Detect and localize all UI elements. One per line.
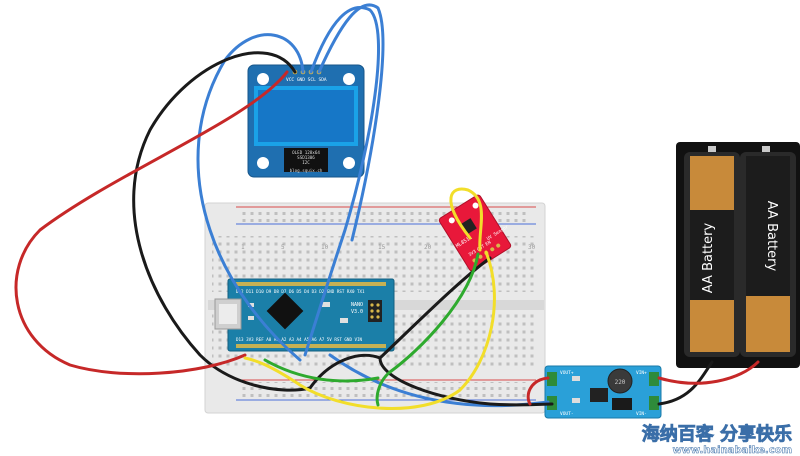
battery-cell: AA Battery <box>684 146 740 357</box>
oled-screen-text: OLED 128x64 <box>292 150 320 155</box>
boost-vin-plus: VIN+ <box>636 370 647 376</box>
boost-converter: 220 VOUT+ VOUT- VIN+ VIN- <box>544 365 662 419</box>
column-number: 30 <box>528 244 536 251</box>
wire-black <box>308 256 492 390</box>
wire-yellow <box>449 187 483 252</box>
wire-black <box>132 51 312 392</box>
uv-pin-en: EN <box>484 239 492 247</box>
oled-pin-labels: VCC GND SCL SDA <box>286 77 327 83</box>
wires <box>14 3 760 410</box>
boost-vin-minus: VIN- <box>636 411 647 417</box>
wire-yellow <box>243 250 496 410</box>
column-number: 15 <box>378 244 386 251</box>
column-number: 5 <box>281 244 285 251</box>
wire-black <box>657 360 714 406</box>
column-number: 10 <box>321 244 329 251</box>
boost-vout-plus: VOUT+ <box>560 370 574 376</box>
wire-black <box>378 356 554 407</box>
wire-red <box>526 376 550 406</box>
oled-screen-text: SSD1306 <box>297 155 315 160</box>
inductor-label: 220 <box>615 379 626 386</box>
battery-label: AA Battery <box>764 201 779 272</box>
arduino-nano: D12 D11 D10 D9 D8 D7 D6 D5 D4 D3 D2 GND … <box>214 278 395 352</box>
wire-red <box>657 360 760 385</box>
battery-label: AA Battery <box>701 223 716 294</box>
oled-screen-text: I2C <box>302 160 310 165</box>
arduino-top-header: D12 D11 D10 D9 D8 D7 D6 D5 D4 D3 D2 GND … <box>236 289 365 294</box>
wire-blue <box>317 3 385 242</box>
oled-display: VCC GND SCL SDA OLED 128x64 SSD1306 I2C … <box>247 64 365 178</box>
battery-holder: AA Battery AA Battery <box>676 142 800 368</box>
boost-vout-minus: VOUT- <box>560 411 574 417</box>
column-number: 1 <box>241 244 245 251</box>
wire-red <box>14 70 289 376</box>
watermark-title: 海纳百客 分享快乐 <box>642 423 792 445</box>
battery-cell: AA Battery <box>740 146 796 357</box>
wire-green <box>263 358 380 383</box>
wire-green <box>375 252 480 407</box>
arduino-board-version: V3.0 <box>351 309 363 315</box>
column-number: 20 <box>424 244 432 251</box>
wire-blue <box>196 33 305 362</box>
oled-screen-text: blog.squix.ch <box>290 168 323 173</box>
arduino-board-name: NANO <box>351 302 363 308</box>
watermark: 海纳百客 分享快乐 www.hainabaike.com <box>641 423 792 456</box>
arduino-bottom-header: D13 3V3 REF A0 A1 A2 A3 A4 A5 A6 A7 5V R… <box>236 337 363 342</box>
wire-blue <box>303 6 381 357</box>
watermark-url: www.hainabaike.com <box>672 445 792 456</box>
uv-pin-3v3: 3V3 <box>467 249 477 259</box>
